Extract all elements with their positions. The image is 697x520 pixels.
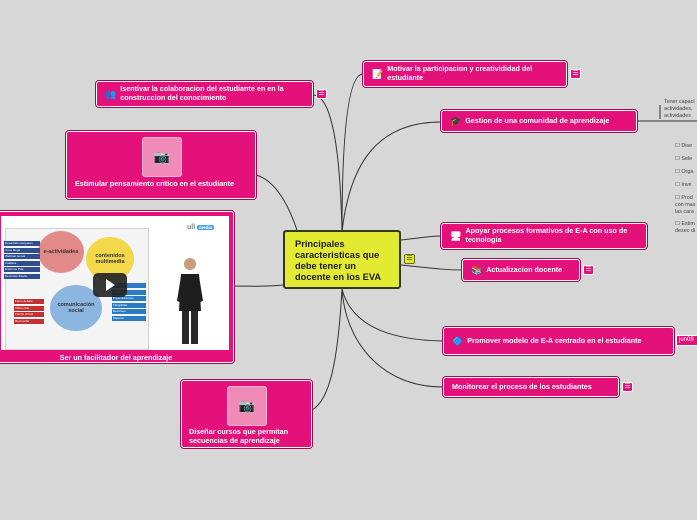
presenter-figure — [177, 256, 203, 346]
badges-icon: 🔷 — [452, 335, 464, 346]
list-item: las cara — [675, 209, 694, 215]
notepad-icon: 📝 — [372, 68, 384, 79]
list-item: desec di — [675, 228, 696, 234]
node-actualizacion[interactable]: 📚 Actualizacion docente — [462, 259, 580, 281]
node-motivar[interactable]: 📝 Motivar la participacion y creatividid… — [363, 61, 567, 87]
list-item: ☐ Orga — [675, 169, 694, 175]
node-actualizacion-label: Actualizacion docente — [486, 264, 563, 274]
node-apoyar-label: Apoyar procesos formativos de E-A con us… — [465, 226, 628, 244]
slide-content: e-actividades contenidos multimedia comu… — [4, 228, 149, 350]
computer-icon: 🖥 — [450, 230, 462, 241]
actualizacion-note-icon[interactable]: ☰ — [583, 265, 594, 275]
play-icon[interactable] — [93, 273, 127, 297]
node-motivar-label: Motivar la participacion y creativididad… — [387, 64, 533, 82]
list-item: ☐ Prod — [675, 195, 693, 201]
slide-logo: ull media — [187, 224, 215, 231]
promover-date-tag[interactable]: jun08 — [676, 335, 697, 346]
list-item: ☐ Inve — [675, 182, 692, 188]
node-apoyar[interactable]: 🖥 Apoyar procesos formativos de E-A con … — [441, 223, 647, 249]
node-promover[interactable]: 🔷 Promover modelo de E-A centrado en el … — [443, 327, 674, 355]
node-incentivar-label: Isentivar la colaboracion del estudiante… — [120, 84, 284, 102]
node-disenar[interactable]: 📷 Diseñar cursos que permitan secuencias… — [181, 380, 312, 448]
graduation-cap-icon: 🎓 — [450, 115, 462, 126]
books-icon: 📚 — [471, 264, 483, 275]
central-topic[interactable]: Principales caracteristicas que debe ten… — [283, 230, 401, 289]
node-disenar-label: Diseñar cursos que permitan secuencias d… — [189, 427, 289, 445]
node-monitorear[interactable]: Monitorear el proceso de los estudiantes — [443, 377, 619, 397]
camera-icon: 📷 — [142, 137, 182, 177]
list-item: ☐ Estim — [675, 221, 695, 227]
video-thumbnail[interactable]: ull media e-actividades contenidos multi… — [1, 216, 229, 350]
motivar-note-icon[interactable]: ☰ — [570, 69, 581, 79]
node-estimular[interactable]: 📷 Estimular pensamiento critico en el es… — [66, 131, 256, 199]
list-item: ☐ Dise — [675, 143, 693, 149]
incentivar-note-icon[interactable]: ☰ — [316, 89, 327, 99]
list-item: ☐ Sele — [675, 156, 693, 162]
monitorear-note-icon[interactable]: ☰ — [622, 382, 633, 392]
node-facilitador-label: Ser un facilitador del aprendizaje — [59, 353, 173, 362]
node-estimular-label: Estimular pensamiento critico en el estu… — [75, 179, 234, 188]
bubble-eactividades: e-actividades — [38, 231, 84, 273]
node-gestion[interactable]: 🎓 Gestion de una comunidad de aprendizaj… — [441, 110, 637, 132]
list-item: con mas — [675, 202, 696, 208]
central-topic-label: Principales caracteristicas que debe ten… — [295, 239, 382, 283]
node-monitorear-label: Monitorear el proceso de los estudiantes — [452, 381, 592, 391]
gestion-note-text: Tener capaci actividades, actividades — [664, 99, 695, 119]
node-gestion-label: Gestion de una comunidad de aprendizaje — [465, 115, 610, 125]
node-facilitador[interactable]: ull media e-actividades contenidos multi… — [0, 211, 234, 363]
node-promover-label: Promover modelo de E-A centrado en el es… — [467, 335, 642, 345]
people-icon: 👥 — [105, 88, 117, 99]
node-incentivar[interactable]: 👥 Isentivar la colaboracion del estudian… — [96, 81, 313, 107]
central-note-icon[interactable]: ☰ — [404, 254, 415, 264]
camera-icon: 📷 — [227, 386, 267, 426]
